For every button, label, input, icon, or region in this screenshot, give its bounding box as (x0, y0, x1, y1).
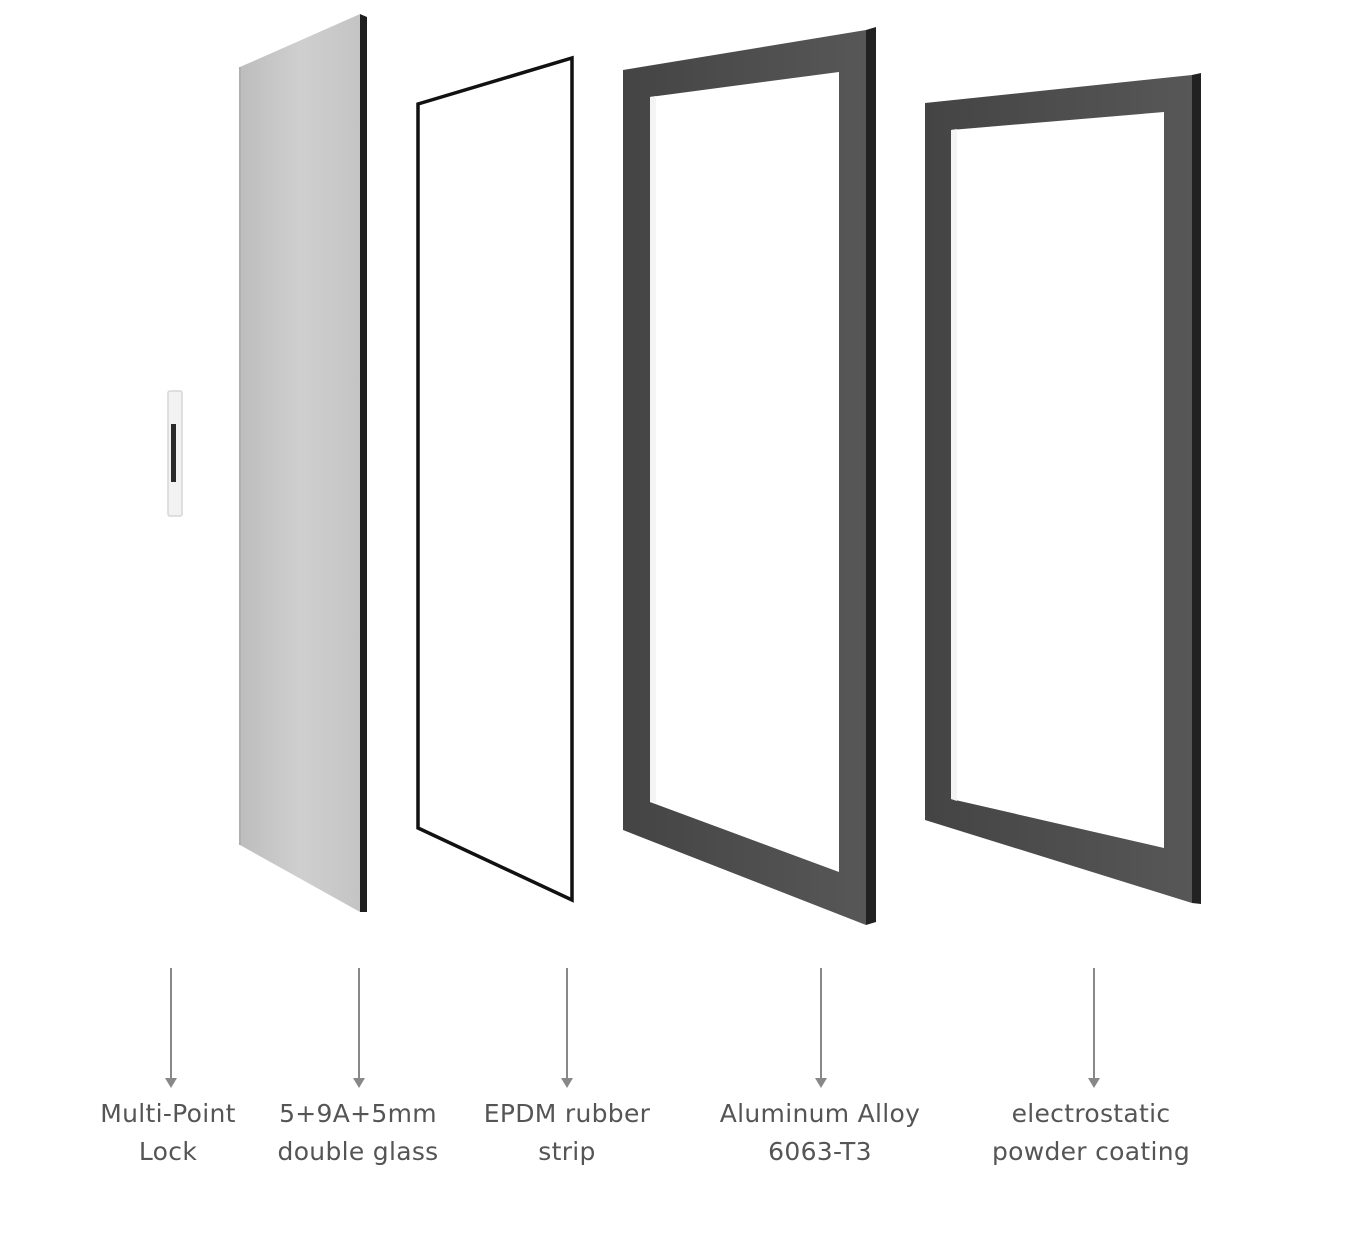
aluminum-alloy-frame (623, 27, 876, 925)
arrow-icon (165, 968, 177, 1088)
multi-point-lock-icon (167, 390, 183, 517)
label-line: electrostatic (1011, 1099, 1171, 1128)
double-glass-panel (239, 14, 367, 912)
label-powder-coating: electrostatic powder coating (961, 1095, 1221, 1171)
arrow-icon (561, 968, 573, 1088)
label-line: Aluminum Alloy (719, 1099, 921, 1128)
arrow-icon (353, 968, 365, 1088)
arrow-icon (815, 968, 827, 1088)
arrow-icon (1088, 968, 1100, 1088)
label-line: 5+9A+5mm (279, 1099, 437, 1128)
label-line: powder coating (991, 1137, 1191, 1166)
powder-coating-frame (925, 73, 1201, 904)
label-line: double glass (277, 1137, 439, 1166)
label-multi-point-lock: Multi-Point Lock (38, 1095, 298, 1171)
label-line: Lock (138, 1137, 198, 1166)
label-aluminum-alloy: Aluminum Alloy 6063-T3 (690, 1095, 950, 1171)
label-double-glass: 5+9A+5mm double glass (228, 1095, 488, 1171)
label-line: strip (538, 1137, 596, 1166)
label-line: Multi-Point (100, 1099, 236, 1128)
label-epdm-rubber-strip: EPDM rubber strip (437, 1095, 697, 1171)
label-line: EPDM rubber (483, 1099, 651, 1128)
label-line: 6063-T3 (768, 1137, 872, 1166)
epdm-rubber-strip (416, 55, 574, 903)
